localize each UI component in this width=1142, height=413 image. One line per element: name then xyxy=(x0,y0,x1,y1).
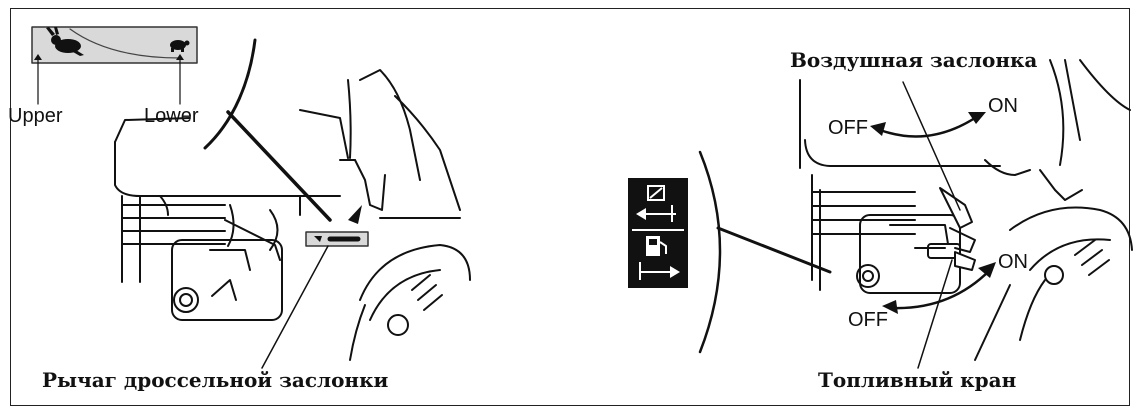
lower-speed-label: Lower xyxy=(144,106,198,126)
fuel-valve-caption: Топливный кран xyxy=(818,370,1016,390)
choke-label: Воздушная заслонка xyxy=(790,50,1037,70)
throttle-lever-caption: Рычаг дроссельной заслонки xyxy=(42,370,388,390)
choke-on-label: ON xyxy=(988,96,1018,116)
upper-speed-label: Upper xyxy=(8,106,62,126)
fuel-off-label: OFF xyxy=(848,310,888,330)
choke-fuel-icon-panel xyxy=(628,178,688,288)
choke-off-label: OFF xyxy=(828,118,868,138)
fuel-on-label: ON xyxy=(998,252,1028,272)
